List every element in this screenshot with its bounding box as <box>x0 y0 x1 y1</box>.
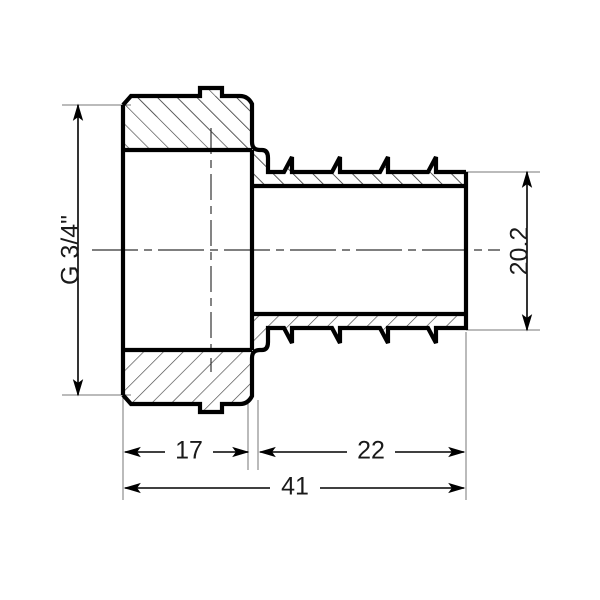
thread-size-label: G 3/4" <box>57 215 85 285</box>
dimension-barb-length: 22 <box>258 437 466 467</box>
overall-length-label-bg <box>270 473 320 503</box>
dimension-thread-size: G 3/4" <box>57 103 85 397</box>
upper-outer-profile <box>121 85 466 175</box>
dimension-thread-length: 17 <box>123 437 250 467</box>
barb-length-label: 22 <box>357 437 385 465</box>
upper-thread-wall-hatch <box>123 96 252 150</box>
thread-length-label: 17 <box>175 437 203 465</box>
section-material-upper <box>123 88 466 186</box>
barb-diameter-label: 20.2 <box>506 227 534 276</box>
dimension-overall-length: 41 <box>123 473 466 503</box>
lower-thread-wall-hatch <box>123 350 252 412</box>
centerlines <box>92 128 500 372</box>
barb-length-label-bg <box>347 437 395 467</box>
part-outline <box>120 85 469 415</box>
upper-barb-hatch <box>252 150 466 186</box>
lower-outer-profile <box>121 325 466 415</box>
lower-barb-hatch <box>252 314 466 350</box>
dimension-barb-diameter: 20.2 <box>506 170 534 332</box>
overall-length-label: 41 <box>281 473 309 501</box>
thread-length-label-bg <box>165 437 213 467</box>
section-material-lower <box>123 314 466 412</box>
